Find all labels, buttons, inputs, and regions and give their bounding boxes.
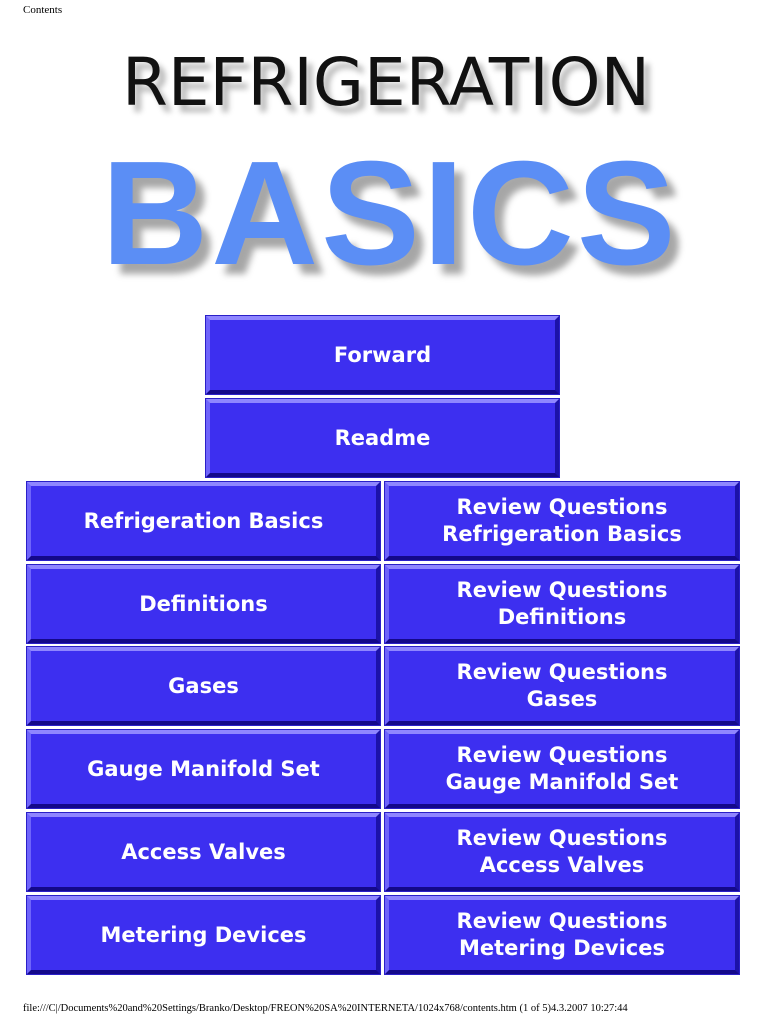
page-footer: file:///C|/Documents%20and%20Settings/Br… xyxy=(23,1003,628,1014)
gases-button[interactable]: Gases xyxy=(27,647,380,725)
gauge-manifold-set-button[interactable]: Gauge Manifold Set xyxy=(27,730,380,808)
review-line1: Review Questions xyxy=(456,578,668,602)
title-basics: BASICS xyxy=(101,131,679,296)
review-line2: Metering Devices xyxy=(458,936,665,960)
review-line2: Gauge Manifold Set xyxy=(445,770,679,794)
review-line1: Review Questions xyxy=(456,909,668,933)
topic-label: Gauge Manifold Set xyxy=(87,756,320,781)
topic-label: Gases xyxy=(168,673,239,698)
review-line2: Refrigeration Basics xyxy=(442,522,682,546)
definitions-button[interactable]: Definitions xyxy=(27,565,380,643)
page-header: Contents xyxy=(23,4,63,16)
review-definitions-button[interactable]: Review Questions Definitions xyxy=(385,565,739,643)
review-refrigeration-basics-button[interactable]: Review Questions Refrigeration Basics xyxy=(385,482,739,560)
review-metering-devices-button[interactable]: Review Questions Metering Devices xyxy=(385,896,739,974)
refrigeration-basics-button[interactable]: Refrigeration Basics xyxy=(27,482,380,560)
forward-label: Forward xyxy=(333,342,432,367)
review-gases-button[interactable]: Review Questions Gases xyxy=(385,647,739,725)
review-line2: Definitions xyxy=(497,605,627,629)
review-line1: Review Questions xyxy=(456,743,668,767)
review-line1: Review Questions xyxy=(456,826,668,850)
readme-label: Readme xyxy=(334,425,431,450)
review-line1: Review Questions xyxy=(456,660,668,684)
review-gauge-manifold-set-button[interactable]: Review Questions Gauge Manifold Set xyxy=(385,730,739,808)
topic-label: Refrigeration Basics xyxy=(83,508,324,533)
review-line2: Access Valves xyxy=(479,853,645,877)
review-line1: Review Questions xyxy=(456,495,668,519)
topic-label: Access Valves xyxy=(121,839,286,864)
metering-devices-button[interactable]: Metering Devices xyxy=(27,896,380,974)
forward-button[interactable]: Forward xyxy=(206,316,559,394)
readme-button[interactable]: Readme xyxy=(206,399,559,477)
topic-label: Definitions xyxy=(139,591,268,616)
topic-label: Metering Devices xyxy=(100,922,307,947)
title-refrigeration: REFRIGERATION xyxy=(122,44,650,121)
review-access-valves-button[interactable]: Review Questions Access Valves xyxy=(385,813,739,891)
review-line2: Gases xyxy=(526,687,598,711)
access-valves-button[interactable]: Access Valves xyxy=(27,813,380,891)
